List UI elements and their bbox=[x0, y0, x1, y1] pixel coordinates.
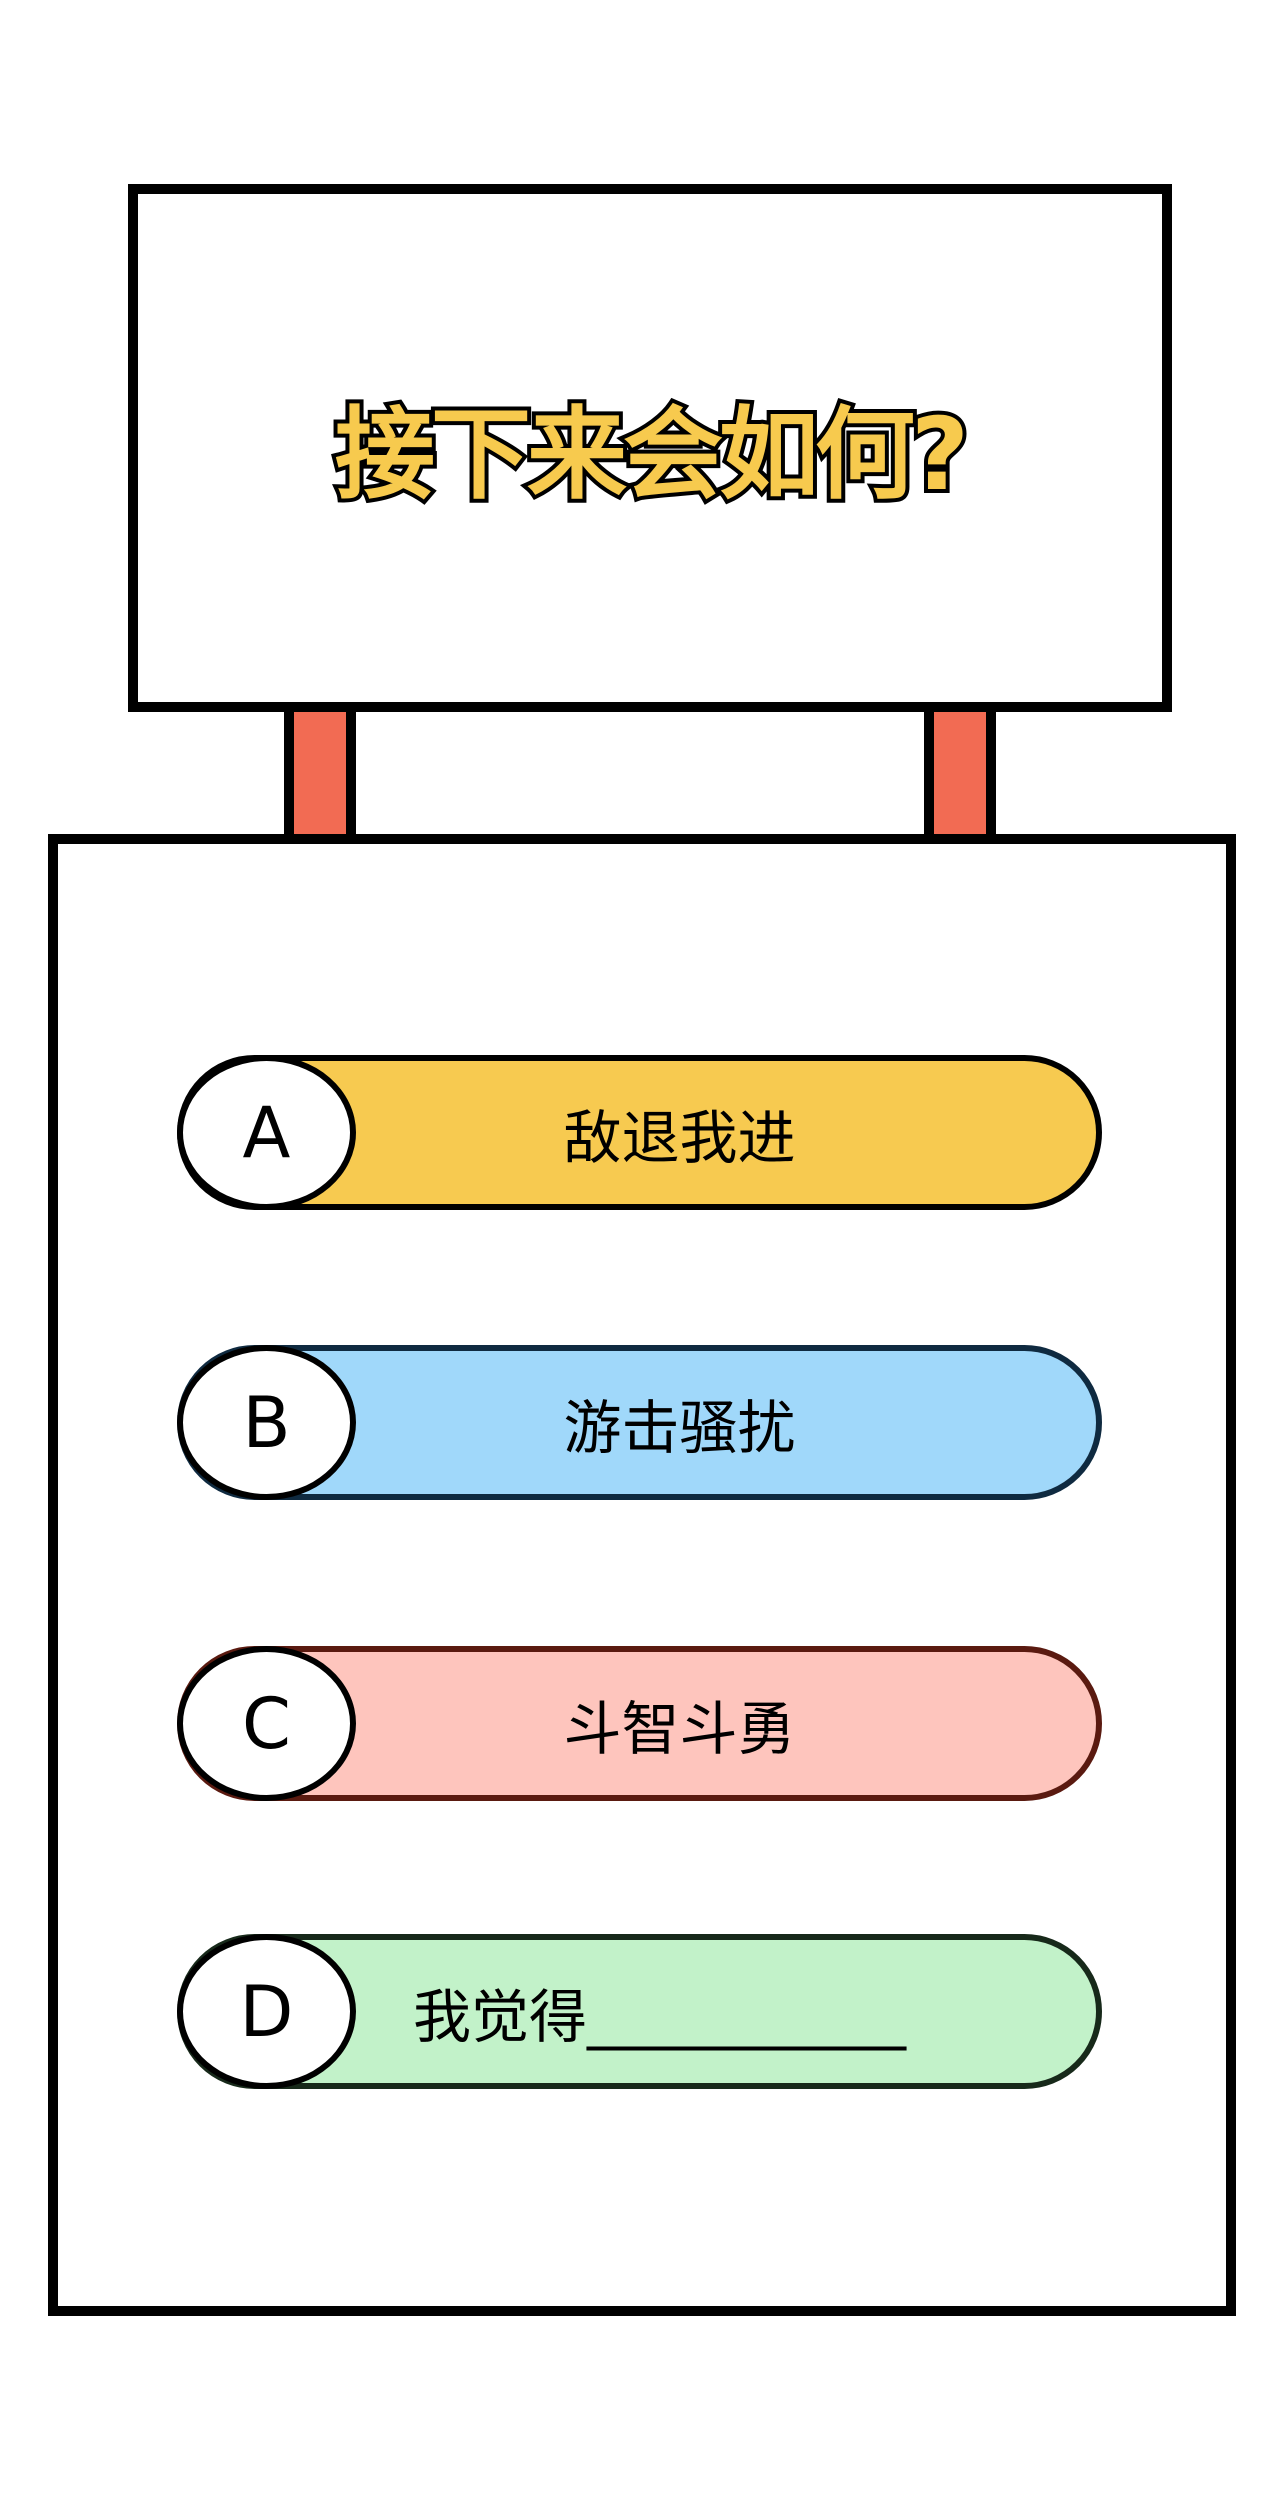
sign-post-left bbox=[284, 702, 356, 844]
option-b-label: 游击骚扰 bbox=[563, 1393, 796, 1462]
option-c-badge: C bbox=[177, 1646, 356, 1801]
option-d[interactable]: D 我觉得___________ bbox=[177, 1934, 1102, 2089]
question-sign: 接下来会如何? bbox=[128, 184, 1172, 712]
sign-post-right bbox=[924, 702, 996, 844]
option-a[interactable]: A 敌退我进 bbox=[177, 1055, 1102, 1210]
option-a-label: 敌退我进 bbox=[563, 1103, 796, 1172]
option-d-badge: D bbox=[177, 1934, 356, 2089]
option-a-badge: A bbox=[177, 1055, 356, 1210]
option-b-badge: B bbox=[177, 1345, 356, 1500]
option-d-label: 我觉得___________ bbox=[412, 1982, 906, 2051]
option-b[interactable]: B 游击骚扰 bbox=[177, 1345, 1102, 1500]
option-c-label: 斗智斗勇 bbox=[563, 1694, 796, 1763]
question-title: 接下来会如何? bbox=[331, 392, 973, 517]
option-c[interactable]: C 斗智斗勇 bbox=[177, 1646, 1102, 1801]
